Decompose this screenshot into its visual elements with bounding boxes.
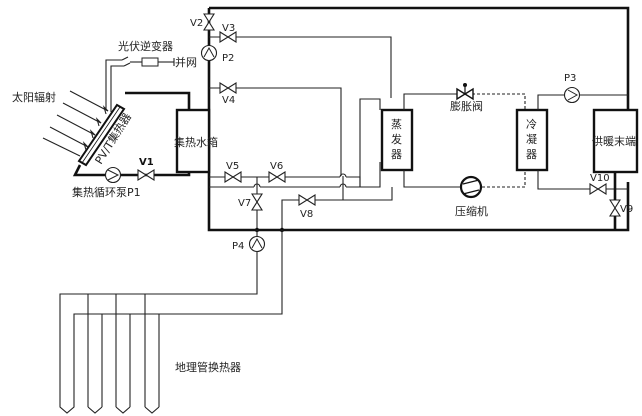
valve-v9[interactable] [609,199,621,217]
valve-v8-label: V8 [300,209,313,220]
evaporator-label-1: 蒸 [391,118,402,131]
pump-p1[interactable] [104,166,122,184]
evaporator [380,108,414,172]
valve-v9-label: V9 [620,204,633,215]
expansion-valve-label: 膨胀阀 [450,99,483,113]
main-loop-pipes [207,6,630,232]
ground-heat-exchanger [59,230,283,414]
grid-label: 并网 [175,55,197,69]
compressor[interactable] [459,175,483,199]
valve-v10-label: V10 [590,173,610,184]
pump-p4[interactable] [248,235,266,253]
pump-p4-label: P4 [232,241,244,252]
evaporator-label-2: 发 [391,132,402,146]
valve-v6-label: V6 [270,161,283,172]
pump-p3-label: P3 [564,73,576,84]
tank-label: 集热水箱 [174,135,218,149]
evaporator-label-3: 器 [391,148,402,161]
valve-v5-label: V5 [226,161,239,172]
ground-hx-label: 地理管换热器 [175,360,241,374]
heating-terminal-label: 供暖末端 [592,134,636,148]
valve-v2[interactable] [203,13,215,31]
pump-p3[interactable] [563,86,581,104]
expansion-valve[interactable] [456,83,474,101]
valve-v7-label: V7 [238,198,251,209]
condenser-label-3: 器 [526,148,537,161]
valve-v4-label: V4 [222,95,235,106]
valve-v6[interactable] [268,171,286,183]
valve-v10[interactable] [589,183,607,195]
valve-v5[interactable] [224,171,242,183]
valve-v1[interactable] [137,169,155,181]
compressor-label: 压缩机 [455,204,488,218]
valve-v1-label: V1 [139,157,154,168]
solar-radiation-arrows [42,90,109,157]
valve-v8[interactable] [298,194,316,206]
condenser-label-1: 冷 [526,118,537,131]
solar-radiation-label: 太阳辐射 [12,90,56,104]
tank [175,108,211,174]
collector-pump-label: 集热循环泵P1 [72,185,141,199]
pv-inverter-label: 光伏逆变器 [118,39,173,53]
valve-v4[interactable] [219,82,237,94]
valve-v2-label: V2 [190,18,203,29]
pvt-collector: PV/T集热器 [77,103,134,167]
pump-p2[interactable] [200,44,218,62]
condenser-label-2: 凝 [526,132,537,146]
condenser [515,108,549,172]
pv-inverter [141,57,159,67]
collector-loop [72,91,191,177]
valve-v7[interactable] [251,193,263,211]
pump-p2-label: P2 [222,53,234,64]
inverter-wiring [105,56,175,112]
valve-v3-label: V3 [222,23,235,34]
